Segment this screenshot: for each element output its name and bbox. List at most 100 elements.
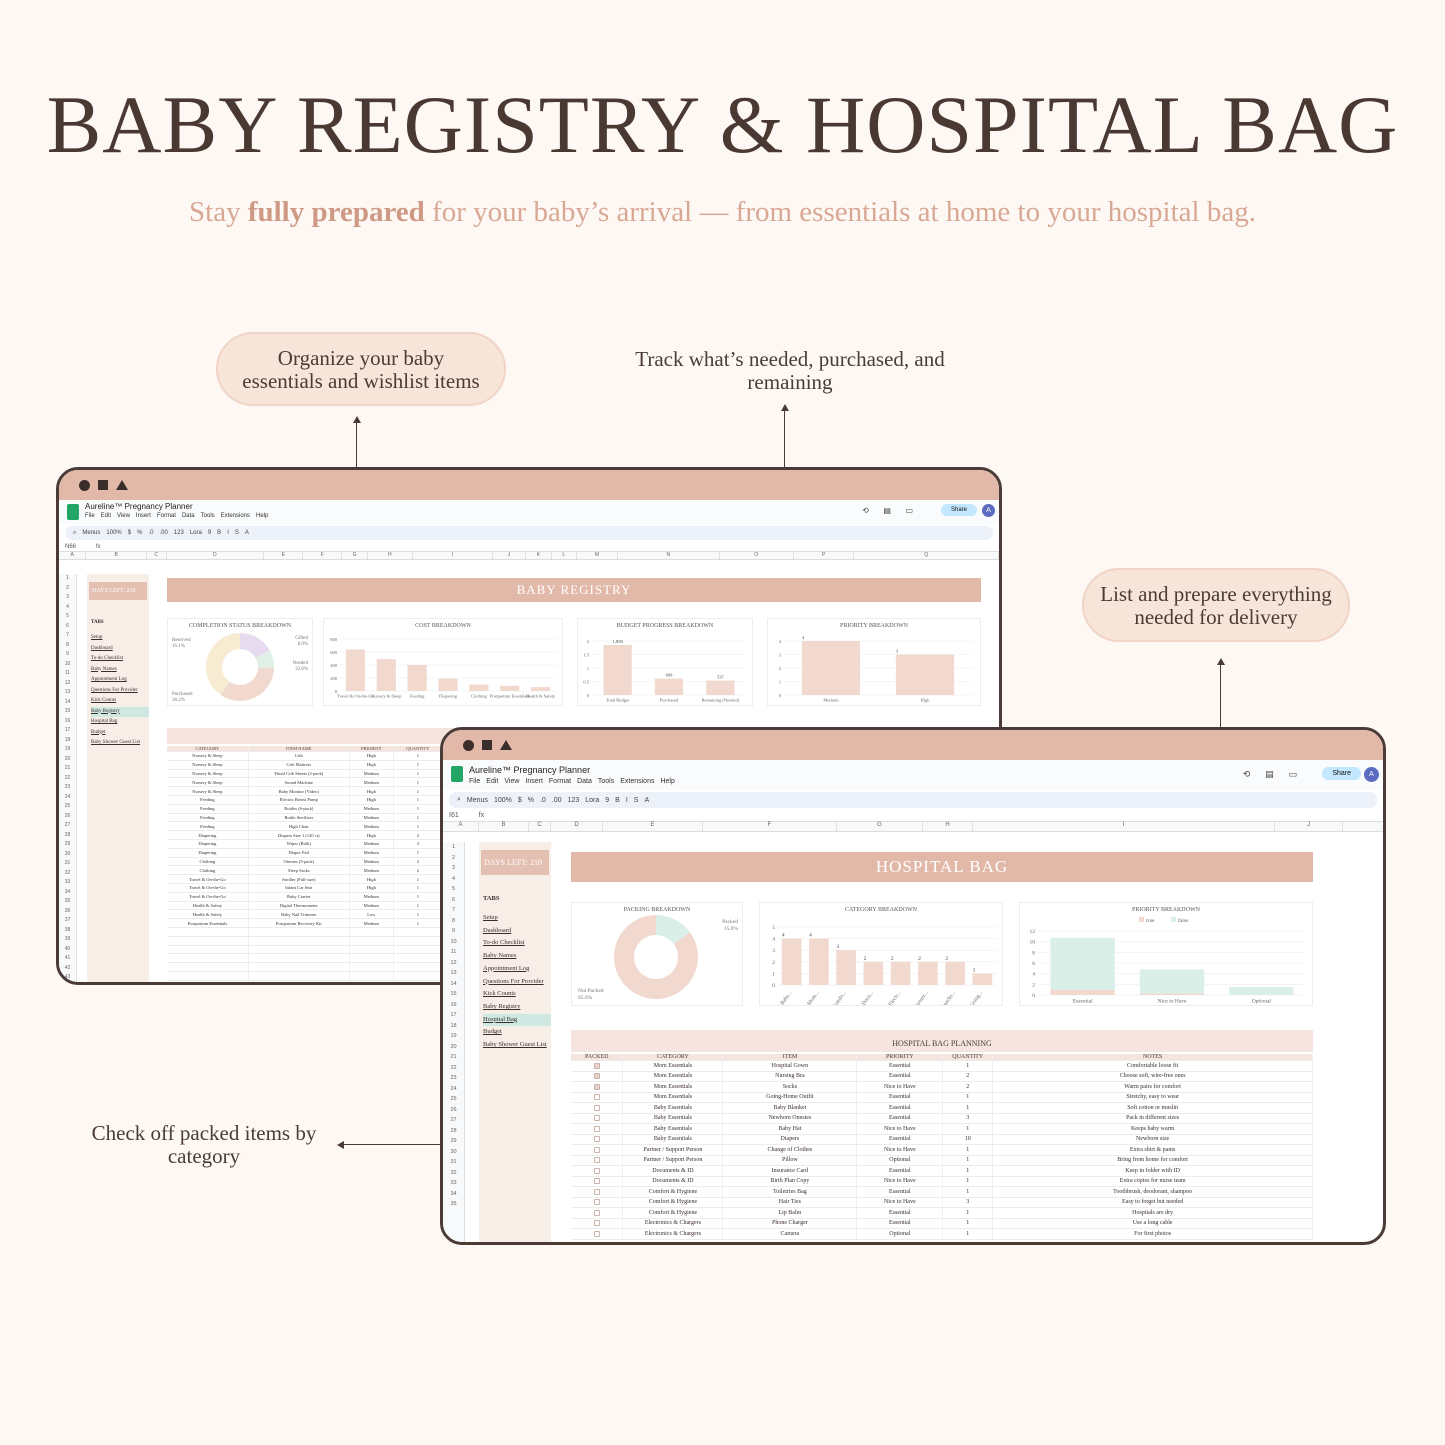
table-cell[interactable]: Medium (349, 892, 394, 902)
table-cell[interactable]: 1 (942, 1176, 994, 1187)
tab-link[interactable]: Baby Shower Guest List (483, 1041, 547, 1049)
table-cell[interactable]: 1 (393, 751, 444, 761)
toolbar-item[interactable]: Lora (585, 796, 600, 804)
table-cell[interactable]: Hospital Gown (722, 1060, 858, 1072)
row-number[interactable]: 23 (64, 784, 71, 790)
empty-row[interactable] (167, 962, 444, 972)
bar[interactable] (1139, 969, 1205, 994)
header-icons[interactable]: ⟲ ▤ ▭ (1242, 770, 1303, 780)
column-header[interactable]: G (342, 552, 368, 559)
row-number[interactable]: 27 (450, 1117, 457, 1123)
table-cell[interactable]: High (349, 751, 394, 761)
bar[interactable] (918, 961, 938, 985)
table-cell[interactable]: 1 (942, 1186, 994, 1198)
table-cell[interactable]: Soft cotton or muslin (992, 1102, 1313, 1114)
table-cell[interactable]: Nice to Have (856, 1081, 944, 1093)
toolbar-item[interactable]: Menus (82, 530, 101, 536)
packed-checkbox[interactable] (571, 1123, 624, 1135)
row-number[interactable]: 14 (450, 980, 457, 987)
checkbox-icon[interactable] (593, 1220, 600, 1227)
bar[interactable] (945, 961, 965, 985)
table-cell[interactable]: 10 (942, 1134, 994, 1145)
table-cell[interactable]: Documents & ID (622, 1176, 724, 1187)
column-header[interactable]: G (837, 822, 923, 831)
table-cell[interactable]: Bottle Sterilizer (248, 813, 350, 823)
bar[interactable] (863, 961, 884, 985)
table-cell[interactable]: Mom Essentials (622, 1071, 724, 1082)
table-cell[interactable]: Lip Balm (722, 1207, 858, 1219)
doc-title[interactable]: Aureline™ Pregnancy Planner (85, 502, 193, 511)
menu-insert[interactable]: Insert (135, 513, 151, 519)
table-cell[interactable]: 1 (942, 1218, 994, 1229)
checkbox-icon[interactable] (593, 1230, 600, 1237)
row-number[interactable]: 35 (64, 898, 71, 904)
row-number[interactable]: 6 (66, 622, 69, 629)
table-cell[interactable]: High (349, 883, 394, 893)
row-number[interactable]: 31 (64, 860, 71, 866)
table-cell[interactable]: Partner / Support Person (622, 1155, 724, 1166)
toolbar-item[interactable]: % (137, 530, 143, 536)
packed-checkbox[interactable] (571, 1207, 624, 1219)
tab-link[interactable]: Setup (483, 914, 498, 921)
row-number[interactable]: 21 (450, 1054, 457, 1060)
table-cell[interactable]: Baby Essentials (622, 1134, 724, 1145)
toolbar-item[interactable]: 100% (493, 796, 512, 804)
table-cell[interactable]: 1 (393, 883, 444, 893)
table-cell[interactable]: Infant Car Seat (248, 883, 350, 893)
tab-link[interactable]: Kick Counts (483, 990, 516, 998)
row-number[interactable]: 25 (64, 803, 71, 809)
table-cell[interactable]: Medium (349, 821, 394, 832)
table-cell[interactable]: Medium (349, 769, 394, 779)
table-cell[interactable]: Mom Essentials (622, 1060, 724, 1072)
share-button[interactable]: Share (940, 504, 977, 516)
column-header[interactable]: E (264, 552, 304, 559)
row-number[interactable]: 20 (450, 1043, 457, 1050)
table-cell[interactable]: High (349, 760, 394, 770)
column-header[interactable]: Q (854, 552, 999, 559)
tab-link[interactable]: Appointment Log (91, 677, 127, 682)
row-number[interactable]: 33 (450, 1180, 457, 1186)
table-cell[interactable]: Essential (856, 1102, 944, 1114)
table-cell[interactable]: Nice to Have (856, 1197, 944, 1208)
table-cell[interactable]: Wipes (Bulk) (248, 839, 350, 849)
table-cell[interactable]: Nursery & Sleep (167, 751, 249, 761)
toolbar-item[interactable]: .0 (539, 796, 546, 804)
bar[interactable] (781, 938, 802, 985)
column-header[interactable]: P (794, 552, 855, 559)
table-cell[interactable]: Medium (349, 848, 394, 858)
search-icon[interactable]: ⌕ (73, 529, 77, 536)
checkbox-icon[interactable] (593, 1167, 600, 1174)
toolbar-item[interactable]: $ (517, 796, 522, 804)
checkbox-icon[interactable] (593, 1188, 600, 1195)
table-cell[interactable]: Crib (248, 751, 350, 761)
row-number[interactable]: 12 (450, 959, 457, 966)
table-cell[interactable]: Nursery & Sleep (167, 786, 249, 796)
menu-format[interactable]: Format (156, 513, 176, 519)
column-header[interactable]: J (1275, 822, 1343, 831)
table-cell[interactable]: 3 (942, 1197, 994, 1208)
table-cell[interactable]: Optional (856, 1228, 944, 1240)
table-cell[interactable]: Feeding (167, 804, 249, 814)
column-header[interactable]: I (973, 822, 1275, 831)
pie-slice[interactable] (220, 667, 274, 701)
table-cell[interactable]: Electronics & Chargers (622, 1228, 724, 1240)
table-cell[interactable]: 1 (942, 1228, 994, 1240)
table-cell[interactable]: Baby Hat (722, 1123, 858, 1135)
checkbox-icon[interactable] (593, 1115, 600, 1122)
share-button[interactable]: Share (1322, 767, 1361, 780)
row-number[interactable]: 13 (450, 970, 457, 976)
toolbar-item[interactable]: $ (127, 530, 132, 536)
row-number[interactable]: 43 (64, 974, 71, 980)
table-cell[interactable]: Toothbrush, deodorant, shampoo (992, 1186, 1313, 1198)
